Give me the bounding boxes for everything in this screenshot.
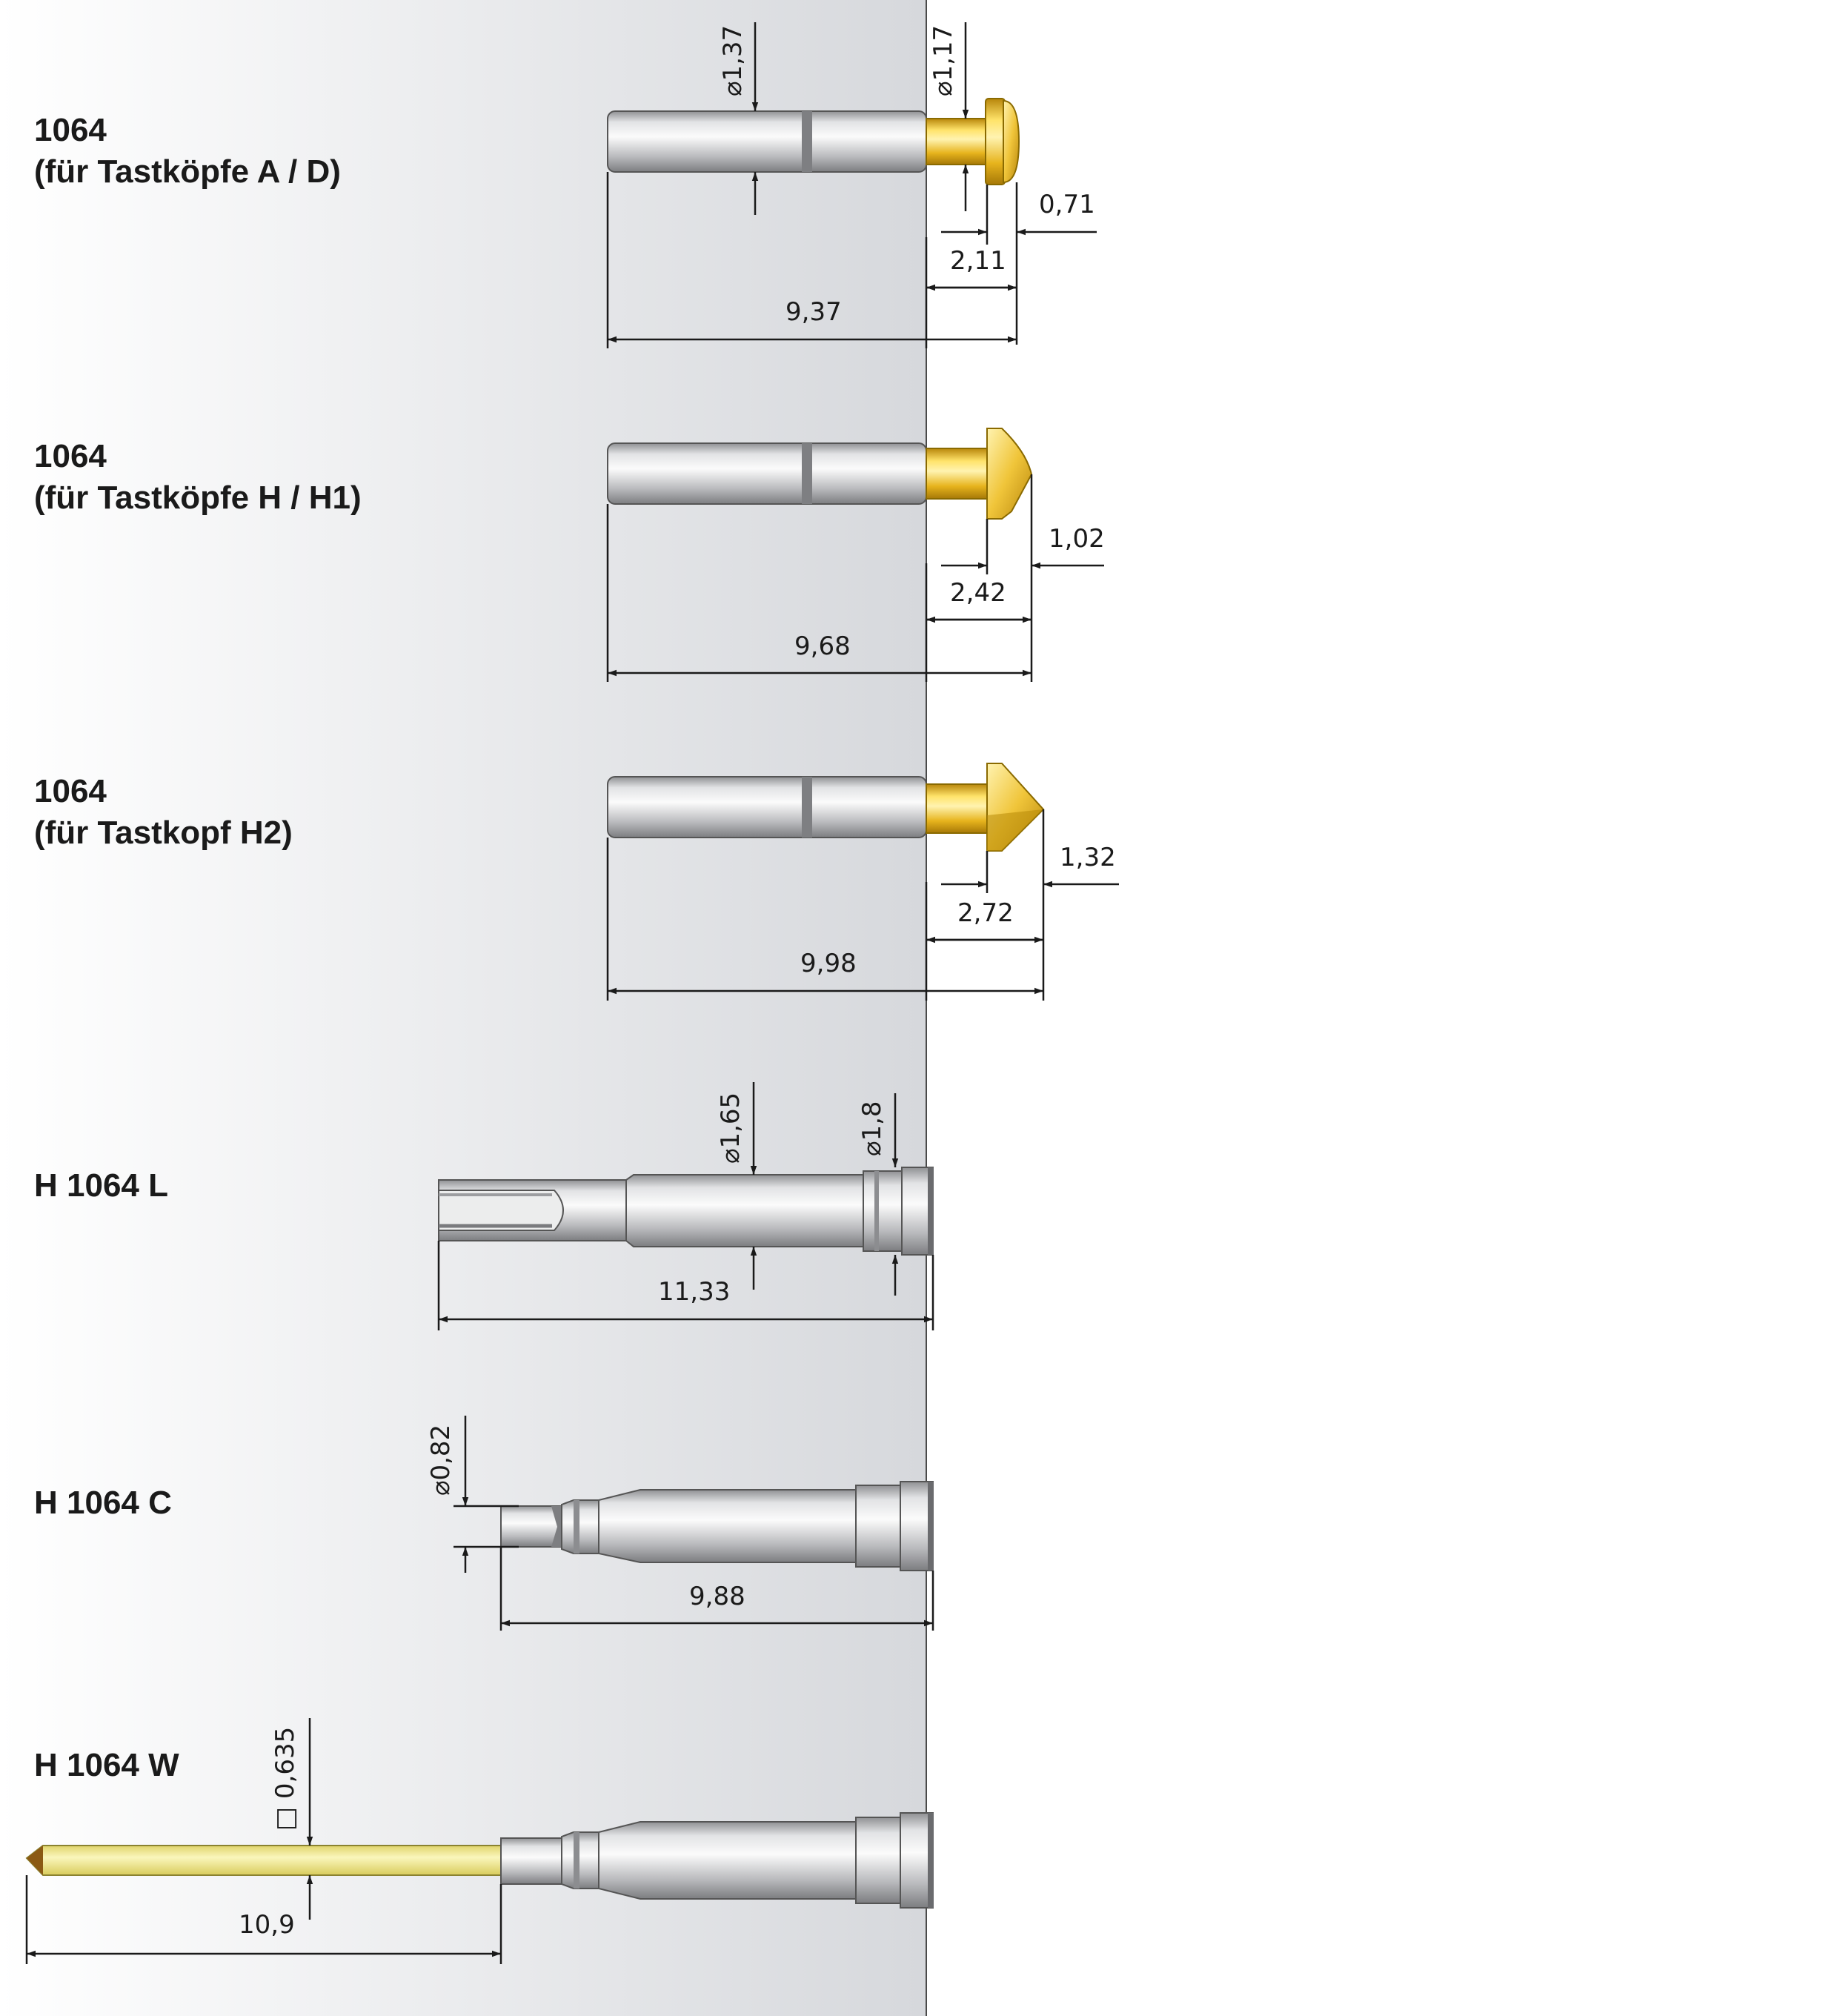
dim-collar-dia: ⌀1,8 xyxy=(857,1101,887,1156)
dim-total-len: 9,68 xyxy=(794,631,851,661)
probe-title: 1064 xyxy=(34,438,107,474)
probe-title: H 1064 W xyxy=(34,1747,179,1783)
dim-tip-dia: ⌀0,82 xyxy=(426,1425,456,1496)
dim-tip-len: 2,42 xyxy=(950,578,1006,608)
background-band xyxy=(0,0,926,2016)
probe-label-1064-h: 1064 (für Tastköpfe H / H1) xyxy=(34,436,362,519)
probe-label-1064-ad: 1064 (für Tastköpfe A / D) xyxy=(34,110,341,193)
probe-label-1064-h2: 1064 (für Tastkopf H2) xyxy=(34,771,293,854)
dim-head-len: 1,32 xyxy=(1060,843,1116,872)
dim-head-len: 0,71 xyxy=(1039,190,1095,219)
dim-tip-len: 2,11 xyxy=(950,246,1006,276)
probe-1064-h: 1,02 2,42 9,68 xyxy=(606,428,1105,682)
dim-wire-square: □ 0,635 xyxy=(270,1727,300,1831)
probe-title: 1064 xyxy=(34,112,107,148)
dim-head-len: 1,02 xyxy=(1049,524,1105,554)
probe-1064-ad: ⌀1,37 ⌀1,17 0,71 2,11 9,37 xyxy=(606,22,1097,348)
dim-tip-len: 2,72 xyxy=(957,898,1014,928)
probe-title: H 1064 C xyxy=(34,1485,172,1521)
dim-total-len: 11,33 xyxy=(658,1277,730,1307)
probe-h1064l: ⌀1,65 ⌀1,8 11,33 xyxy=(437,1082,934,1330)
dim-total-len: 9,88 xyxy=(689,1582,745,1611)
probe-title: 1064 xyxy=(34,773,107,809)
probe-subtitle: (für Tastköpfe H / H1) xyxy=(34,480,362,516)
probe-h1064w: □ 0,635 10,9 xyxy=(25,1718,934,1964)
probe-subtitle: (für Tastkopf H2) xyxy=(34,815,293,851)
probe-subtitle: (für Tastköpfe A / D) xyxy=(34,153,341,190)
dim-total-len: 9,98 xyxy=(800,949,857,978)
probe-1064-h2: 1,32 2,72 9,98 xyxy=(606,763,1119,1001)
dim-total-len: 9,37 xyxy=(785,297,842,327)
probe-label-h1064w: H 1064 W xyxy=(34,1745,179,1786)
probe-h1064c: ⌀0,82 9,88 xyxy=(426,1416,934,1631)
dim-body-dia: ⌀1,65 xyxy=(716,1092,745,1164)
probe-title: H 1064 L xyxy=(34,1167,168,1204)
dim-wire-len: 10,9 xyxy=(239,1910,295,1940)
dim-neck-dia: ⌀1,17 xyxy=(929,25,958,96)
probe-label-h1064c: H 1064 C xyxy=(34,1482,172,1524)
dim-shank-dia: ⌀1,37 xyxy=(718,25,748,96)
probe-label-h1064l: H 1064 L xyxy=(34,1165,168,1207)
